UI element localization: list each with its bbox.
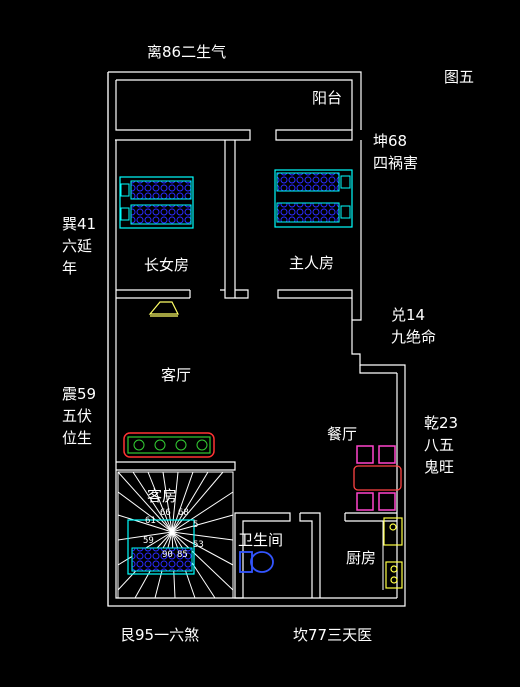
stair-number: 68 <box>178 508 189 518</box>
toilet <box>239 551 274 573</box>
elder-daughter-room-label: 长女房 <box>144 256 190 274</box>
bathroom-label: 卫生间 <box>238 531 284 549</box>
living-room-label: 客厅 <box>161 366 192 384</box>
figure-label: 图五 <box>444 68 475 86</box>
bed-guest <box>127 519 195 575</box>
dui-label: 兑14 九绝命 <box>391 306 437 346</box>
master-room-label: 主人房 <box>289 254 335 272</box>
kitchen-counter <box>383 517 403 589</box>
qian-label: 乾23 八五 鬼旺 <box>424 414 459 476</box>
dining-room-label: 餐厅 <box>327 425 358 443</box>
gen-label: 艮95一六煞 <box>120 626 200 644</box>
bed-elder-daughter <box>119 176 194 229</box>
stair-number: 90 <box>162 550 173 560</box>
balcony-label: 阳台 <box>312 89 343 107</box>
kan-label: 坎77三天医 <box>293 626 373 644</box>
outer-wall <box>107 71 406 607</box>
stair-number: 59 <box>143 536 154 546</box>
lamp <box>148 301 179 317</box>
north-label: 离86二生气 <box>147 43 227 61</box>
dining-table <box>353 445 402 511</box>
kun-label: 坤68 四祸害 <box>373 132 419 172</box>
stair-number: 5 <box>193 520 199 530</box>
zhen-label: 震59 五伏 位生 <box>62 385 97 447</box>
inner-wall-left <box>115 140 397 599</box>
xun-label: 巽41 六延 年 <box>62 215 97 277</box>
stair-number: 66 <box>160 508 171 518</box>
stair-number: 53 <box>193 540 204 550</box>
bed-master <box>274 169 353 228</box>
kitchen-label: 厨房 <box>346 549 377 567</box>
stair-number: 85 <box>177 550 188 560</box>
guest-room-label: 客房 <box>147 487 178 505</box>
stair-number: 61 <box>145 516 156 526</box>
sofa <box>123 432 215 458</box>
